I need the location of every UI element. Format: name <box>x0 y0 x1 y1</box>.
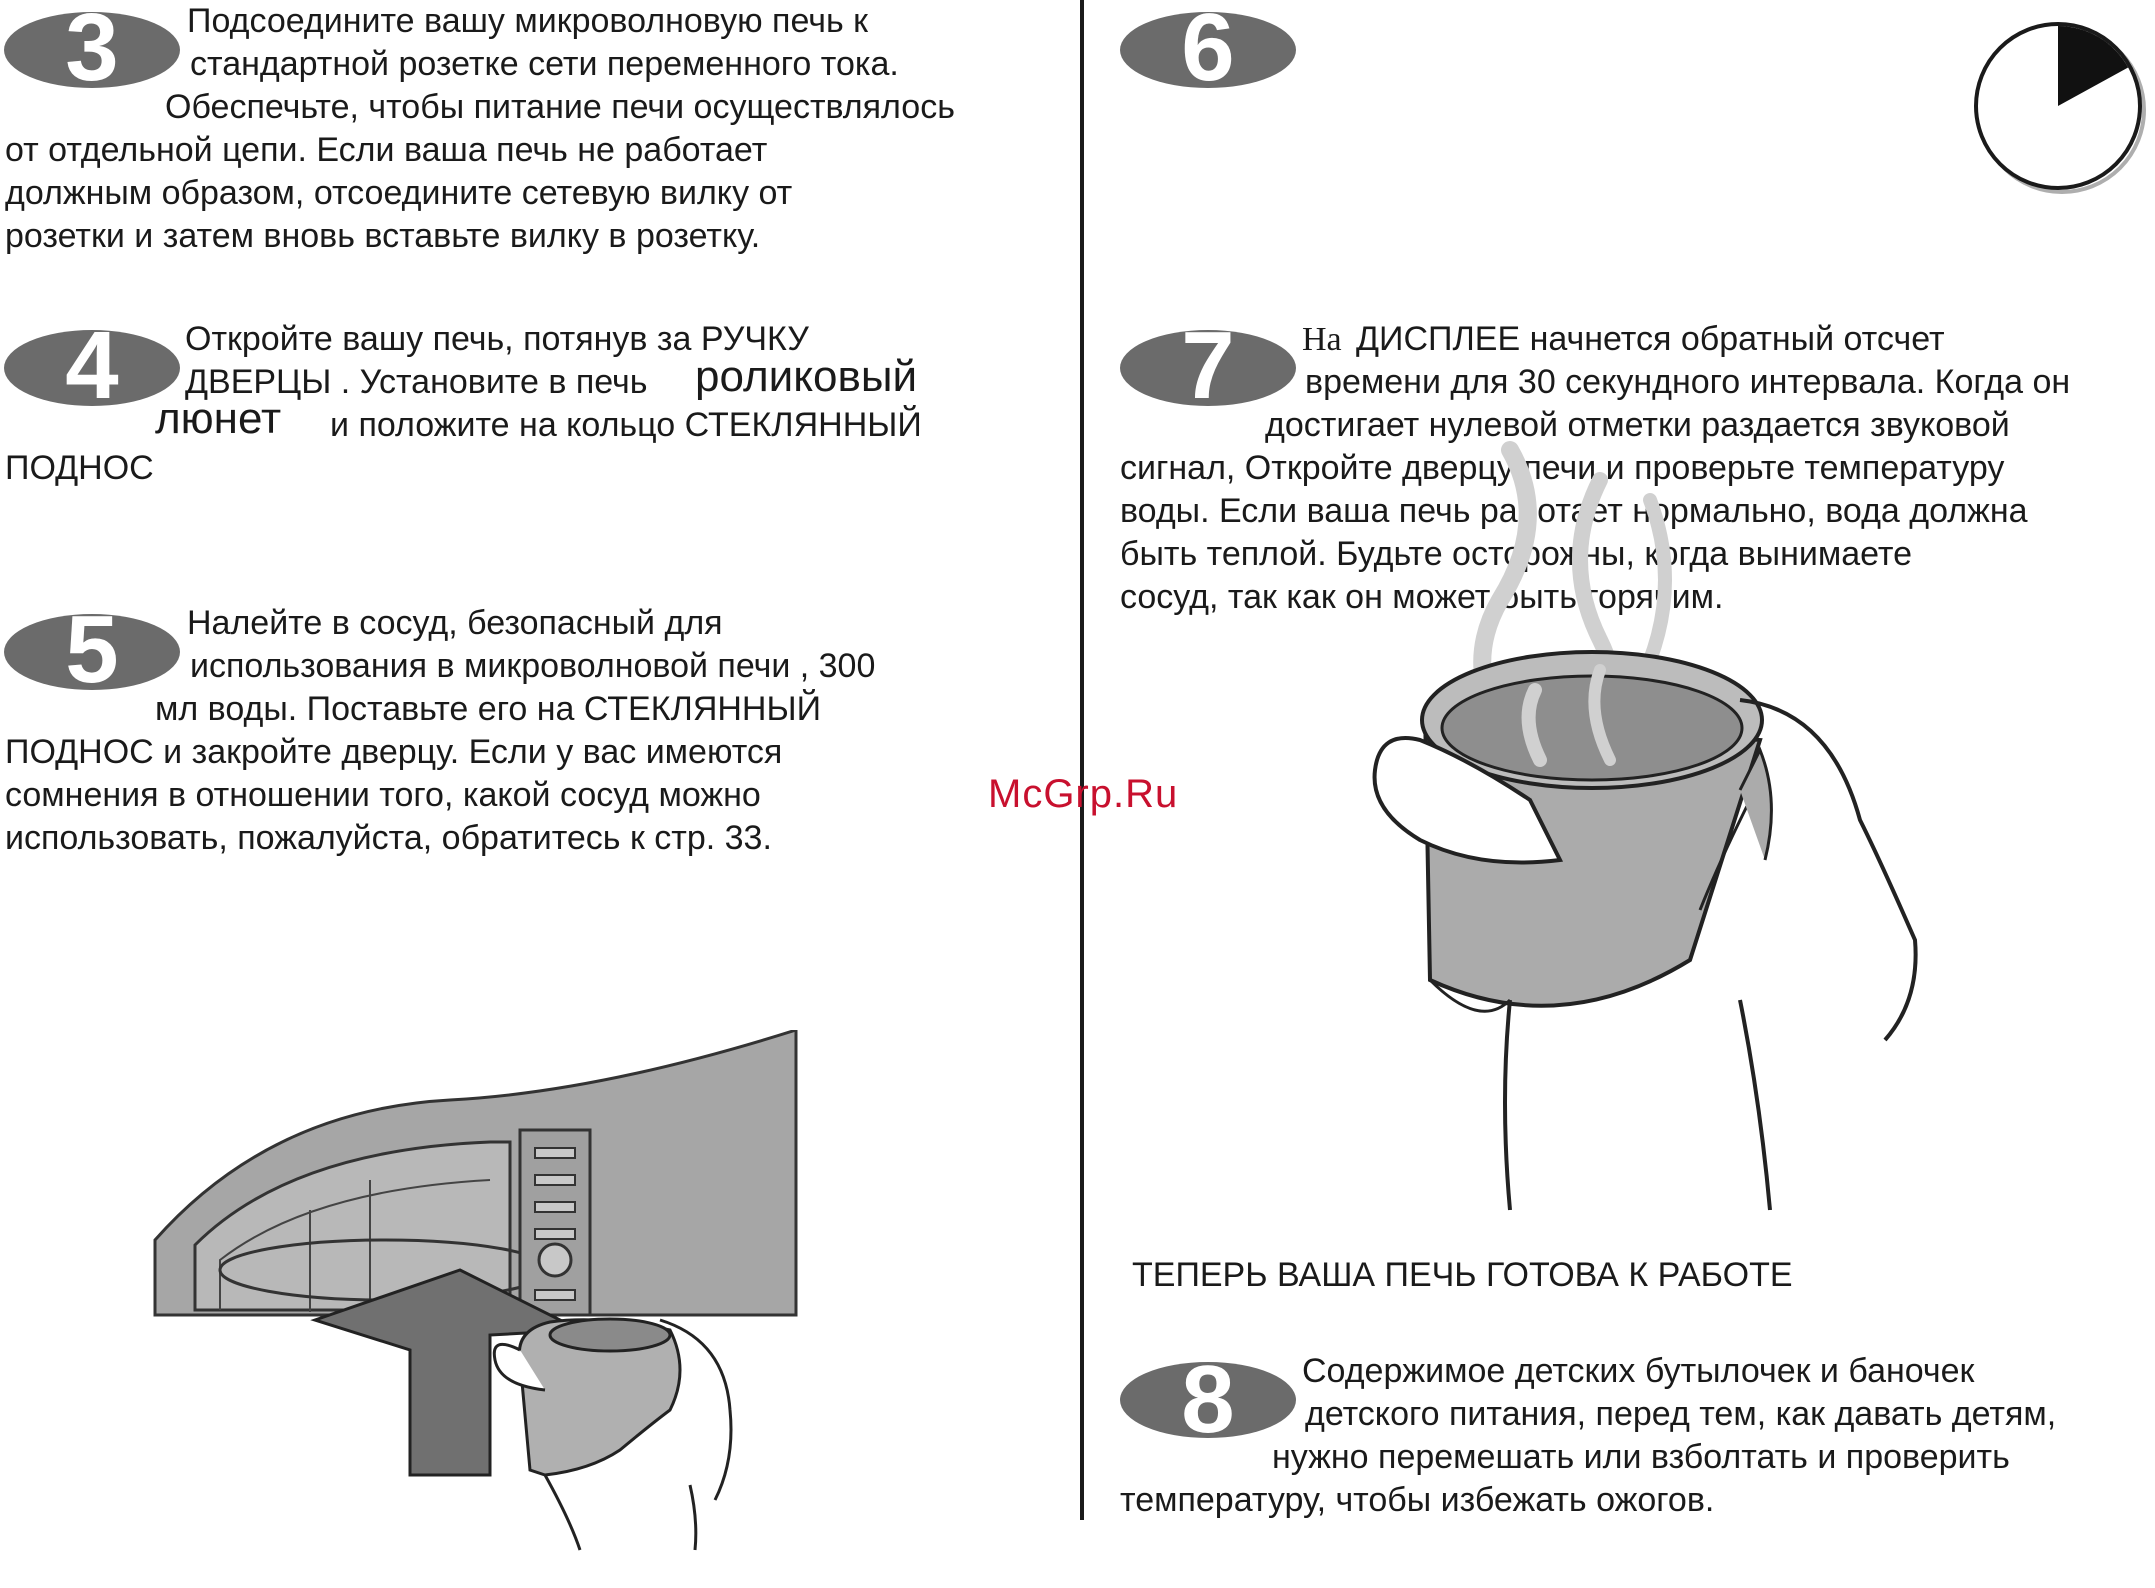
step-5-line-2: использования в микроволновой печи , 300 <box>190 647 876 685</box>
step-3-badge-icon: 3 <box>4 4 180 96</box>
step-5-line-1: Налейте в сосуд, безопасный для <box>187 604 723 642</box>
step-7-line-1b: ДИСПЛЕЕ начнется обратный отсчет <box>1356 320 1945 358</box>
step-5-line-4: ПОДНОС и закройте дверцу. Если у вас име… <box>5 733 783 771</box>
ready-text: ТЕПЕРЬ ВАША ПЕЧЬ ГОТОВА К РАБОТЕ <box>1132 1256 1793 1294</box>
step-5-badge-icon: 5 <box>4 606 180 698</box>
step-3-line-3: Обеспечьте, чтобы питание печи осуществл… <box>165 88 955 126</box>
step-3-line-4: от отдельной цепи. Если ваша печь не раб… <box>5 131 768 169</box>
step-4-line-2b: роликовый <box>695 352 918 401</box>
step-4-badge-icon: 4 <box>4 322 180 414</box>
step-3-line-1: Подсоедините вашу микроволновую печь к <box>187 2 868 40</box>
step-5-line-3: мл воды. Поставьте его на СТЕКЛЯННЫЙ <box>155 690 822 728</box>
step-8-line-2: детского питания, перед тем, как давать … <box>1305 1395 2057 1433</box>
step-4-line-3a: люнет <box>155 394 282 443</box>
step-6-badge-icon: 6 <box>1120 4 1296 96</box>
step-8-line-1: Содержимое детских бутылочек и баночек <box>1302 1352 1975 1390</box>
watermark-text: McGrp.Ru <box>988 772 1179 816</box>
step-7-badge-icon: 7 <box>1120 322 1296 414</box>
step-5-number: 5 <box>65 606 118 698</box>
step-7-line-3: достигает нулевой отметки раздается звук… <box>1265 406 2010 444</box>
step-3-line-6: розетки и затем вновь вставьте вилку в р… <box>5 217 761 255</box>
step-7-line-1a: На <box>1302 321 1342 358</box>
step-3-number: 3 <box>65 4 118 96</box>
step-4-line-4: ПОДНОС <box>5 449 154 487</box>
step-5-line-5: сомнения в отношении того, какой сосуд м… <box>5 776 761 814</box>
step-7-line-7: сосуд, так как он может быть горячим. <box>1120 578 1724 616</box>
step-4-number: 4 <box>65 322 118 414</box>
timer-elapsed-wedge <box>2058 26 2129 106</box>
timer-icon <box>1974 22 2146 194</box>
step-7-line-4: сигнал, Откройте дверцу печи и проверьте… <box>1120 449 2005 487</box>
step-3-line-5: должным образом, отсоедините сетевую вил… <box>5 174 793 212</box>
hand-holding-cup-illustration <box>1372 441 1918 1211</box>
step-4-line-1: Откройте вашу печь, потянув за РУЧКУ <box>185 320 809 358</box>
step-7-line-2: времени для 30 секундного интервала. Ког… <box>1305 363 2071 401</box>
column-divider <box>1080 0 1084 1520</box>
step-7-line-5: воды. Если ваша печь работает нормально,… <box>1120 492 2028 530</box>
step-4-line-2a: ДВЕРЦЫ . Установите в печь <box>185 363 648 401</box>
step-8-number: 8 <box>1181 1354 1234 1446</box>
step-4-line-3b: и положите на кольцо СТЕКЛЯННЫЙ <box>330 406 922 444</box>
step-5-line-6: использовать, пожалуйста, обратитесь к с… <box>5 819 772 857</box>
microwave-illustration <box>153 1030 798 1551</box>
step-8-line-3: нужно перемешать или взболтать и провери… <box>1272 1438 2010 1476</box>
step-8-line-4: температуру, чтобы избежать ожогов. <box>1120 1481 1715 1519</box>
step-7-number: 7 <box>1181 322 1234 414</box>
step-3-line-2: стандартной розетке сети переменного ток… <box>190 45 899 83</box>
step-6-number: 6 <box>1181 4 1234 96</box>
step-8-badge-icon: 8 <box>1120 1354 1296 1446</box>
